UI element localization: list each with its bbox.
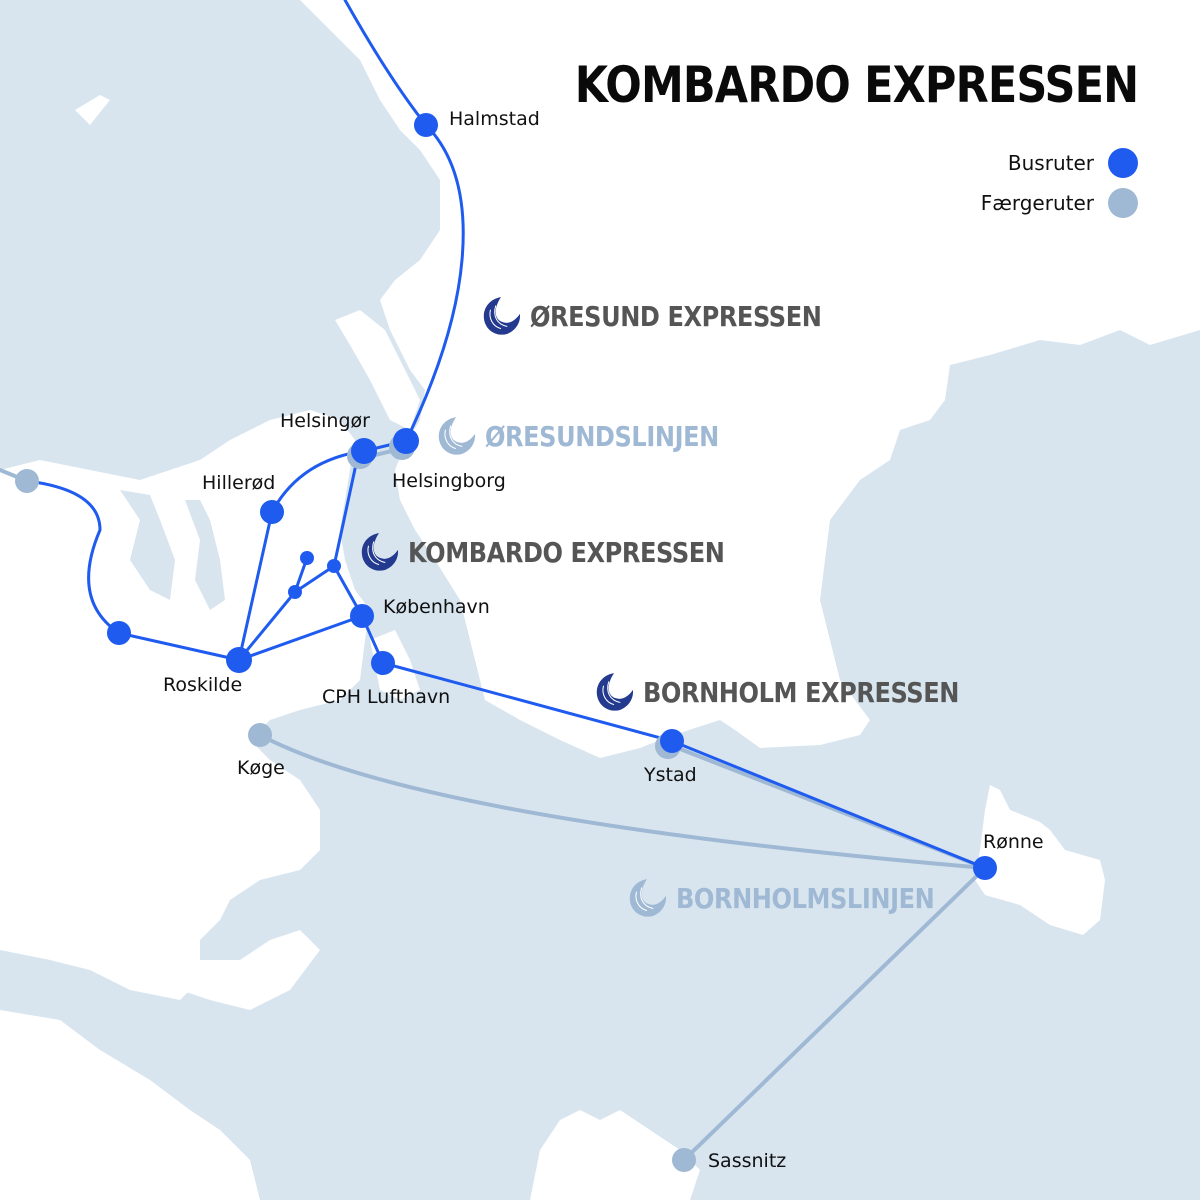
city-label-ronne: Rønne — [983, 831, 1044, 853]
legend-dot-ferry-icon — [1108, 188, 1138, 218]
city-label-halmstad: Halmstad — [449, 108, 540, 130]
fjord-isefjord — [120, 490, 175, 600]
city-label-koge: Køge — [237, 757, 285, 779]
fjord-roskilde — [185, 500, 225, 610]
brand-name: ØRESUND EXPRESSEN — [530, 299, 822, 333]
stop-hillerod — [260, 500, 284, 524]
legend-label-ferry: Færgeruter — [980, 191, 1094, 215]
stop-koge — [248, 723, 272, 747]
brand-oresundslinjen: ØRESUNDSLINJEN — [435, 415, 757, 457]
ferry-route-ronne-sassnitz — [682, 866, 987, 1162]
stop-helsingborg — [393, 428, 419, 454]
stop-small-3 — [288, 585, 302, 599]
stop-west — [107, 621, 131, 645]
brand-bornholm-expressen: BORNHOLM EXPRESSEN — [593, 671, 1010, 713]
land-sweden — [300, 0, 1200, 758]
land-kullen — [335, 310, 420, 430]
city-label-helsingor: Helsingør — [280, 410, 370, 432]
bus-route-roskilde-kbh — [237, 614, 364, 662]
bus-route-north — [343, 0, 465, 443]
wave-logo-icon — [483, 297, 521, 335]
land-zealand — [0, 410, 370, 1000]
legend-label-bus: Busruter — [1007, 151, 1094, 175]
brand-kombardo-expressen: KOMBARDO EXPRESSEN — [358, 531, 776, 573]
city-label-sassnitz: Sassnitz — [708, 1150, 787, 1172]
stop-helsingor — [351, 438, 377, 464]
stop-cph — [371, 651, 395, 675]
stop-roskilde — [226, 647, 252, 673]
legend-dot-bus-icon — [1108, 148, 1138, 178]
bus-route-hillerod-roskilde — [237, 510, 274, 662]
stop-west-ferry — [15, 469, 39, 493]
stop-halmstad — [414, 113, 438, 137]
city-label-cph: CPH Lufthavn — [322, 686, 451, 708]
brand-name: BORNHOLM EXPRESSEN — [643, 675, 959, 709]
wave-logo-icon — [596, 673, 634, 711]
page-title: KOMBARDO EXPRESSEN — [574, 56, 1138, 114]
city-label-hillerod: Hillerød — [202, 472, 276, 494]
brand-oresund-expressen: ØRESUND EXPRESSEN — [480, 295, 869, 337]
bus-route-west — [25, 479, 241, 662]
legend-item-ferry: Færgeruter — [981, 183, 1138, 223]
stop-small-1 — [300, 551, 314, 565]
legend: Busruter Færgeruter — [981, 143, 1138, 223]
stop-ystad — [660, 729, 684, 753]
stop-small-2 — [327, 559, 341, 573]
brand-name: ØRESUNDSLINJEN — [485, 419, 719, 453]
land-bornholm — [975, 785, 1105, 935]
wave-logo-icon — [361, 533, 399, 571]
brand-name: KOMBARDO EXPRESSEN — [408, 535, 725, 569]
land-mon-east — [150, 930, 320, 1010]
land-mon — [0, 1010, 260, 1200]
stop-sassnitz — [672, 1148, 696, 1172]
wave-logo-icon — [629, 879, 667, 917]
brand-name: BORNHOLMSLINJEN — [676, 881, 935, 915]
wave-logo-icon — [438, 417, 476, 455]
city-label-roskilde: Roskilde — [163, 674, 243, 696]
city-label-kobenhavn: København — [383, 596, 490, 618]
island-anholt — [75, 95, 110, 125]
stop-kobenhavn — [350, 604, 374, 628]
city-label-helsingborg: Helsingborg — [392, 470, 506, 492]
ferry-route-koge-ronne — [258, 733, 987, 870]
brand-bornholmslinjen: BORNHOLMSLINJEN — [626, 877, 976, 919]
city-label-ystad: Ystad — [644, 764, 697, 786]
land-rugen — [530, 1110, 700, 1200]
bus-stops — [107, 113, 997, 880]
legend-item-bus: Busruter — [981, 143, 1138, 183]
stop-ronne — [973, 856, 997, 880]
